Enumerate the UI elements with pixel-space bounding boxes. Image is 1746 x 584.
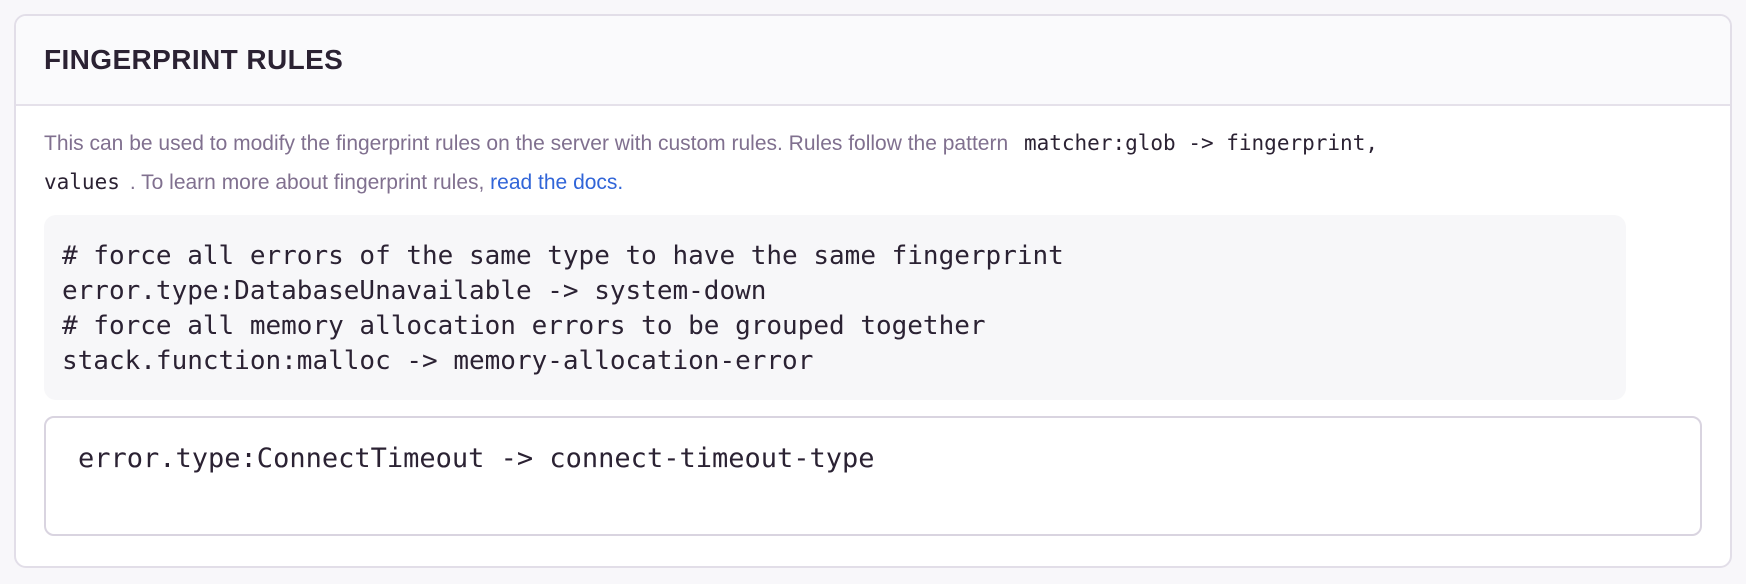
panel-header: FINGERPRINT RULES xyxy=(16,16,1730,106)
description-text: This can be used to modify the fingerpri… xyxy=(44,132,1014,155)
fingerprint-rules-input[interactable] xyxy=(44,416,1702,536)
panel-description: This can be used to modify the fingerpri… xyxy=(44,124,1702,202)
pattern-inline-code: matcher:glob -> fingerprint,values xyxy=(44,131,1378,194)
fingerprint-rules-panel: FINGERPRINT RULES This can be used to mo… xyxy=(14,14,1732,568)
panel-body: This can be used to modify the fingerpri… xyxy=(16,106,1730,566)
read-the-docs-link[interactable]: read the docs. xyxy=(490,171,624,194)
panel-title: FINGERPRINT RULES xyxy=(44,44,344,75)
example-code-block: # force all errors of the same type to h… xyxy=(44,215,1626,400)
description-text: . To learn more about fingerprint rules, xyxy=(129,171,491,194)
